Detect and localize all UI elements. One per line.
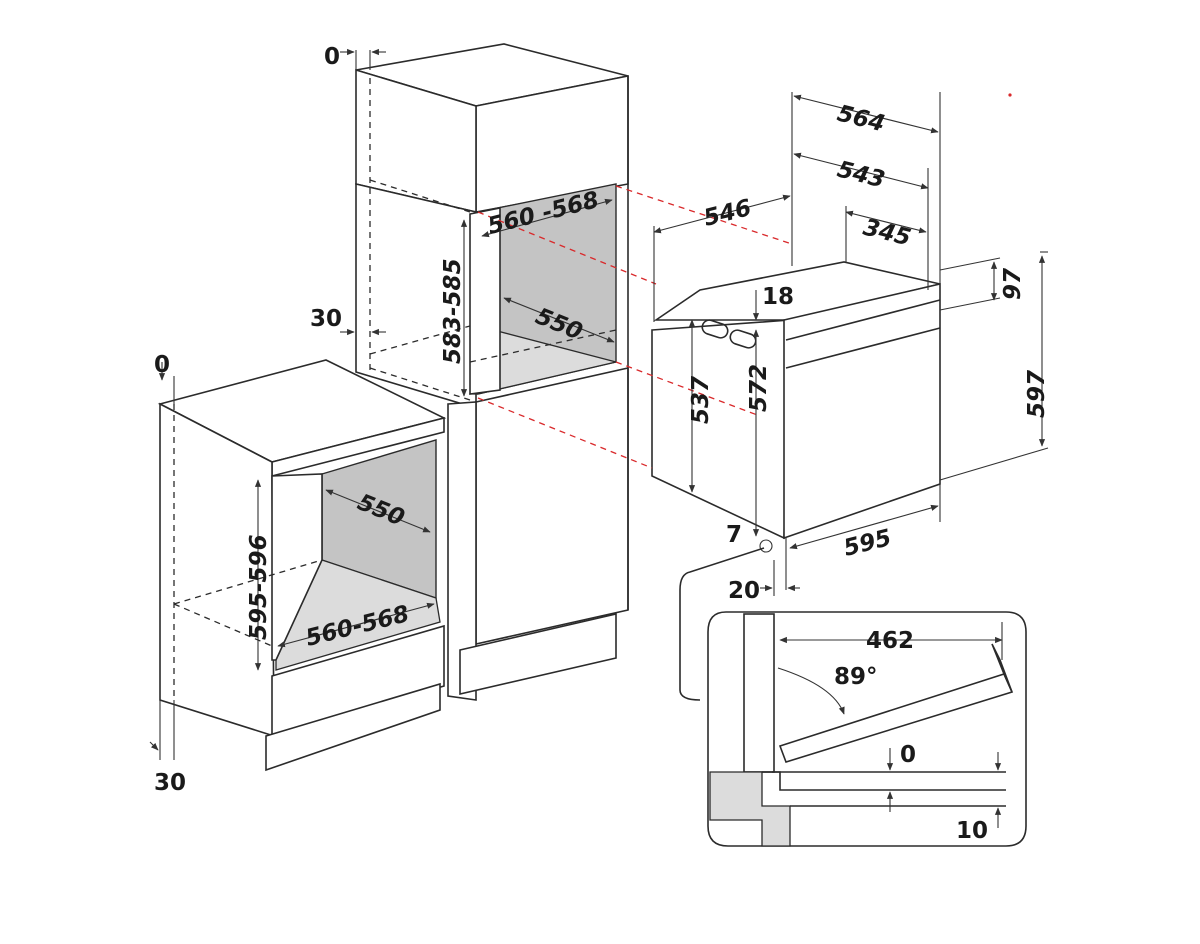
label-door-angle: 89°: [834, 664, 878, 690]
label-oven-panel-height: 97: [1000, 268, 1026, 300]
label-oven-width: 595: [841, 525, 894, 562]
label-oven-front-thickness: 20: [728, 578, 760, 604]
label-door-length: 462: [866, 628, 914, 654]
label-base-opening-height: 595-596: [246, 534, 272, 640]
label-tall-top-gap: 0: [324, 44, 340, 70]
label-oven-side-depth: 546: [701, 195, 754, 232]
label-door-gap-top: 0: [900, 742, 916, 768]
label-oven-top-depth: 345: [861, 215, 914, 252]
label-oven-bottom-offset: 7: [726, 522, 742, 548]
label-door-gap-bottom: 10: [956, 818, 988, 844]
base-cabinet: [157, 359, 447, 772]
label-base-bottom-gap: 30: [154, 770, 186, 796]
label-tall-plinth-gap: 30: [310, 306, 342, 332]
door-detail: [679, 547, 1027, 847]
label-oven-total-height: 597: [1024, 370, 1050, 418]
label-oven-side-height: 537: [688, 376, 714, 424]
label-tall-opening-height: 583-585: [440, 258, 466, 364]
label-oven-top-offset: 18: [762, 284, 794, 310]
red-dot: [1008, 93, 1012, 97]
label-base-top-gap: 0: [154, 352, 170, 378]
label-oven-body-depth: 543: [835, 157, 888, 194]
label-oven-front-height: 572: [746, 364, 772, 412]
label-oven-total-depth: 564: [835, 101, 888, 138]
